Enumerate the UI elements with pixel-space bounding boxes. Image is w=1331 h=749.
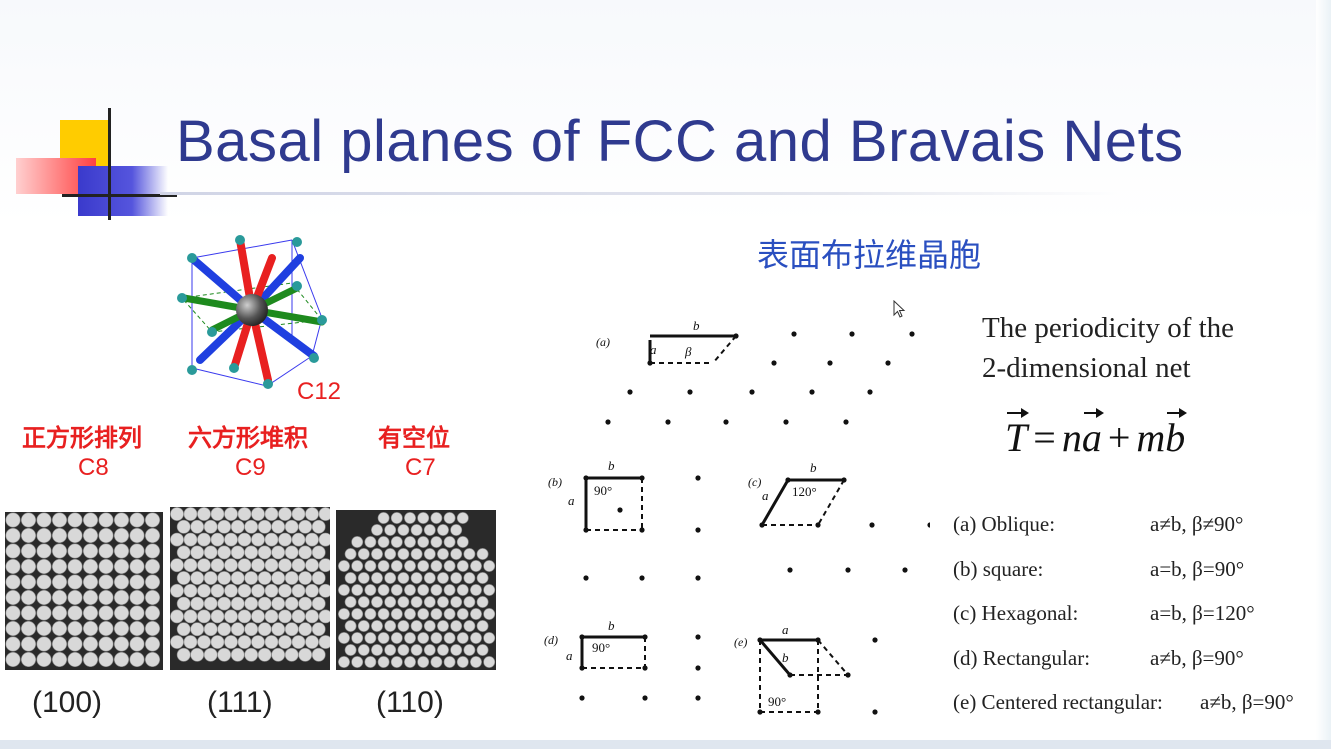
vec-a-d: a bbox=[566, 648, 573, 663]
lattice-point bbox=[665, 419, 671, 425]
net-diagram-label-e: (e) bbox=[734, 635, 747, 649]
lattice-point bbox=[695, 475, 701, 481]
mouse-cursor-icon bbox=[893, 300, 906, 318]
arrangement-hex-name: 六方形堆积 bbox=[188, 424, 308, 452]
formula-eq: = bbox=[1033, 415, 1056, 460]
lattice-point bbox=[872, 637, 878, 643]
angle-c: 120° bbox=[792, 484, 817, 499]
subtitle-cn: 表面布拉维晶胞 bbox=[757, 236, 982, 274]
lattice-point bbox=[783, 419, 789, 425]
lattice-point bbox=[902, 567, 908, 573]
net-diagram-label-d: (d) bbox=[544, 633, 558, 647]
formula-n: n bbox=[1061, 415, 1082, 460]
angle-d: 90° bbox=[592, 640, 610, 655]
lattice-point bbox=[927, 522, 930, 528]
angle-b: 90° bbox=[594, 483, 612, 498]
angle-e: 90° bbox=[768, 694, 786, 709]
lattice-point bbox=[695, 634, 701, 640]
periodicity-line-2: 2-dimensional net bbox=[982, 352, 1191, 384]
lattice-point bbox=[749, 389, 755, 395]
vec-b-b: b bbox=[608, 458, 615, 473]
arrangement-square-name: 正方形排列 bbox=[22, 424, 142, 452]
periodicity-line-1: The periodicity of the bbox=[982, 312, 1235, 344]
bottom-edge bbox=[0, 740, 1331, 749]
lattice-point bbox=[579, 695, 585, 701]
formula-a: a bbox=[1081, 408, 1104, 460]
miller-index-110: (110) bbox=[376, 686, 444, 719]
vec-b-d: b bbox=[608, 618, 615, 633]
arrangement-square-coordination: C8 bbox=[78, 454, 109, 481]
crystal-coordination-label: C12 bbox=[297, 378, 342, 405]
decor-horizontal-line bbox=[62, 194, 177, 197]
lattice-point bbox=[885, 360, 891, 366]
lattice-point bbox=[695, 665, 701, 671]
lattice-point bbox=[867, 389, 873, 395]
vec-b-c: b bbox=[810, 460, 817, 475]
lattice-point bbox=[695, 527, 701, 533]
fcc-crystal-model bbox=[177, 235, 327, 389]
net-oblique-label: (a) Oblique: bbox=[953, 512, 1056, 536]
miller-index-100: (100) bbox=[32, 686, 103, 719]
formula-plus: + bbox=[1107, 415, 1131, 460]
lattice-point bbox=[872, 709, 878, 715]
net-centered-rect-condition: a≠b, β=90° bbox=[1200, 690, 1294, 714]
lattice-point bbox=[627, 389, 633, 395]
net-diagram-label-a: (a) bbox=[596, 335, 610, 349]
photo-hex-packing bbox=[170, 507, 330, 670]
vec-a-c: a bbox=[762, 488, 769, 503]
lattice-point bbox=[617, 507, 623, 513]
lattice-point bbox=[909, 331, 915, 337]
lattice-point bbox=[639, 575, 645, 581]
vec-b-e: b bbox=[782, 650, 789, 665]
lattice-point bbox=[827, 360, 833, 366]
arrangement-vacancy-name: 有空位 bbox=[378, 424, 450, 452]
decor-blue-bar bbox=[78, 166, 168, 216]
vec-a-e: a bbox=[782, 622, 789, 637]
photo-square-packing bbox=[5, 512, 163, 670]
lattice-point bbox=[687, 389, 693, 395]
lattice-point bbox=[642, 695, 648, 701]
formula-m: m bbox=[1136, 415, 1166, 460]
arrangement-hex-coordination: C9 bbox=[235, 454, 266, 481]
net-hexagonal-condition: a=b, β=120° bbox=[1150, 601, 1255, 625]
net-square-condition: a=b, β=90° bbox=[1150, 557, 1245, 581]
net-diagram-label-c: (c) bbox=[748, 475, 761, 489]
lattice-point bbox=[723, 419, 729, 425]
translation-formula: T=na+mb bbox=[1005, 408, 1188, 461]
decor-vertical-line bbox=[108, 108, 111, 220]
lattice-point bbox=[843, 419, 849, 425]
net-square-label: (b) square: bbox=[953, 557, 1044, 581]
net-centered-rect-label: (e) Centered rectangular: bbox=[953, 690, 1163, 714]
lattice-point bbox=[771, 360, 777, 366]
net-oblique-condition: a≠b, β≠90° bbox=[1150, 512, 1244, 536]
net-hexagonal-label: (c) Hexagonal: bbox=[953, 601, 1079, 625]
net-rectangular-condition: a≠b, β=90° bbox=[1150, 646, 1244, 670]
bravais-nets-diagram: (a) (b) (c) (d) (e) b a β b a 90° b a 12… bbox=[544, 318, 930, 715]
vec-a-b: a bbox=[568, 493, 575, 508]
vec-a-a: a bbox=[650, 342, 657, 357]
photo-vacancy-packing bbox=[336, 510, 496, 670]
slide-title: Basal planes of FCC and Bravais Nets bbox=[176, 109, 1184, 174]
lattice-point bbox=[869, 522, 875, 528]
beta-a: β bbox=[684, 344, 692, 359]
vec-b-a: b bbox=[693, 318, 700, 333]
formula-b: b bbox=[1165, 408, 1188, 460]
lattice-point bbox=[695, 695, 701, 701]
lattice-point bbox=[583, 575, 589, 581]
lattice-point bbox=[695, 575, 701, 581]
net-rectangular-label: (d) Rectangular: bbox=[953, 646, 1091, 670]
net-diagram-label-b: (b) bbox=[548, 475, 562, 489]
lattice-point bbox=[605, 419, 611, 425]
window-edge bbox=[1316, 0, 1331, 749]
formula-T: T bbox=[1005, 408, 1030, 460]
lattice-point bbox=[845, 567, 851, 573]
arrangement-vacancy-coordination: C7 bbox=[405, 454, 436, 481]
lattice-point bbox=[809, 389, 815, 395]
lattice-point bbox=[849, 331, 855, 337]
title-divider bbox=[160, 192, 1120, 195]
lattice-point bbox=[787, 567, 793, 573]
miller-index-111: (111) bbox=[207, 686, 273, 719]
lattice-point bbox=[791, 331, 797, 337]
